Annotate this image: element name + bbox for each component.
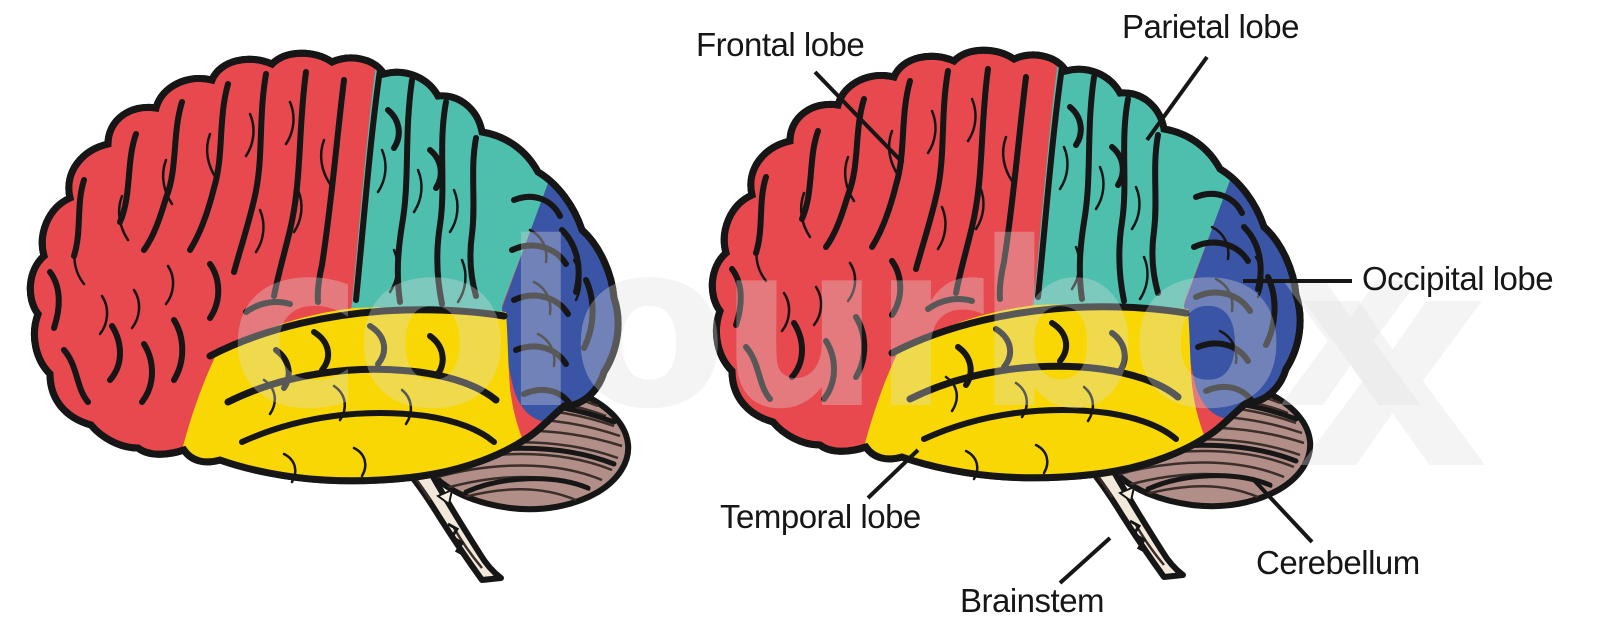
cerebellum-label: Cerebellum [1256, 544, 1420, 581]
occipital-lobe-label: Occipital lobe [1362, 260, 1554, 297]
frontal-lobe-label: Frontal lobe [696, 26, 865, 63]
parietal-lobe-label: Parietal lobe [1122, 8, 1299, 45]
brainstem-label: Brainstem [960, 582, 1105, 619]
brain-left-unlabeled [30, 40, 634, 580]
temporal-lobe-label: Temporal lobe [720, 498, 921, 535]
brain-right-labeled [712, 37, 1316, 577]
